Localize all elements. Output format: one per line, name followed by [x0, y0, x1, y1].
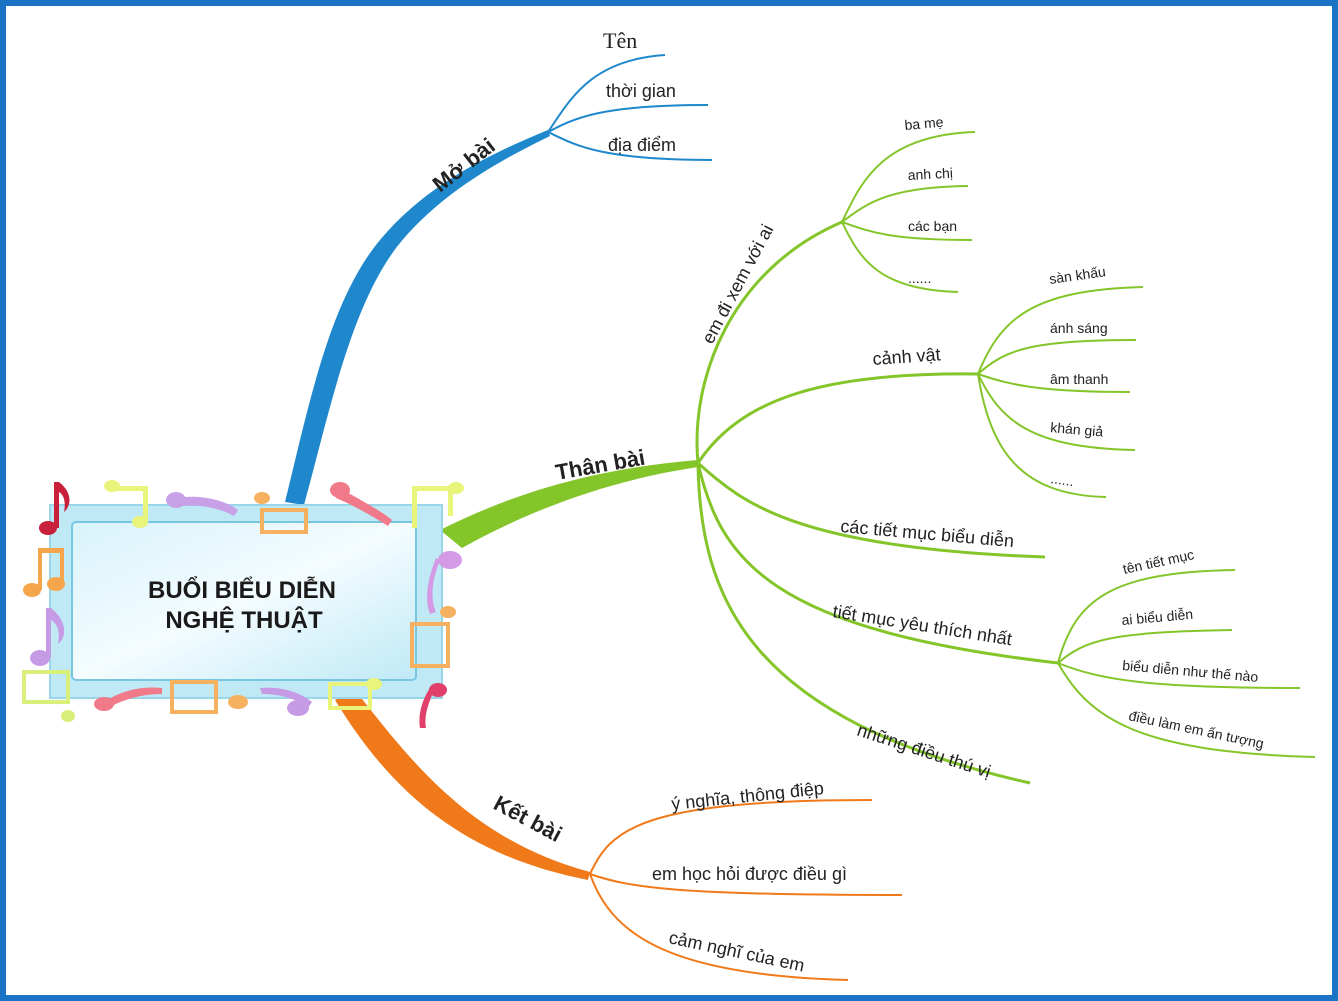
nhung-dieu-label: những điều thú vị: [855, 720, 994, 782]
branch-than-bai: Thân bài em đi xem với ai ba mẹ anh chị …: [440, 114, 1316, 785]
link-canh-vat: [696, 372, 979, 464]
music-note-icon: [412, 482, 464, 528]
mo-bai-item-dia-diem: địa điểm: [608, 135, 676, 155]
link-nhung-dieu: [696, 462, 1031, 785]
music-note-icon: [166, 492, 238, 516]
mo-bai-item-thoi-gian: thời gian: [606, 81, 676, 101]
music-note-icon: [23, 548, 65, 597]
branch-ket-bai: Kết bài ý nghĩa, thông điệp em học hỏi đ…: [335, 690, 903, 981]
music-note-icon: [30, 608, 65, 666]
tiet-muc-item-dieu-lam: điều làm em ấn tượng: [1127, 707, 1265, 751]
em-di-xem-item-dots: ......: [908, 270, 931, 286]
tiet-muc-item-nhu-the-nao: biểu diễn như thế nào: [1122, 657, 1259, 685]
link-em-hoc-hoi: [589, 873, 903, 896]
link-anh-sang: [977, 339, 1137, 375]
canh-vat-item-dots: ......: [1050, 470, 1075, 489]
canh-vat-item-anh-sang: ánh sáng: [1050, 320, 1108, 336]
than-bai-trunk: [440, 460, 698, 548]
music-note-icon: [104, 480, 148, 528]
canh-vat-item-am-thanh: âm thanh: [1050, 371, 1108, 387]
canh-vat-label: cảnh vật: [872, 344, 941, 369]
link-y-nghia: [589, 799, 873, 875]
music-note-icon: [94, 687, 162, 711]
center-title-line1: BUỔI BIỂU DIỄN: [148, 575, 336, 604]
music-note-icon: [328, 678, 382, 710]
ket-bai-item-cam-nghi: cảm nghĩ của em: [667, 927, 806, 975]
ket-bai-item-y-nghia: ý nghĩa, thông điệp: [670, 778, 824, 814]
music-note-icon: [61, 710, 75, 722]
music-note-icon: [254, 492, 308, 534]
em-di-xem-item-ba-me: ba mẹ: [904, 114, 944, 133]
music-note-icon: [260, 687, 312, 716]
em-di-xem-item-anh-chi: anh chị: [907, 165, 953, 183]
center-frame-inner: [71, 521, 417, 681]
em-di-xem-label: em đi xem với ai: [698, 221, 778, 347]
mo-bai-link-ten: [547, 54, 666, 133]
branch-mo-bai: Mở bài Tên thời gian địa điểm: [285, 28, 713, 505]
music-note-icon: [22, 670, 70, 704]
link-em-di-xem: [695, 220, 843, 464]
music-notes-decoration: [22, 480, 464, 728]
music-note-icon: [410, 606, 456, 668]
mo-bai-link-thoi-gian: [547, 104, 709, 133]
link-am-thanh: [977, 373, 1131, 393]
link-khan-gia: [977, 373, 1136, 451]
tiet-muc-item-ai: ai biểu diễn: [1121, 606, 1194, 628]
ket-bai-trunk: [335, 690, 590, 880]
canh-vat-item-khan-gia: khán giả: [1050, 419, 1104, 440]
link-tiet-muc-yeu-thich: [696, 462, 1059, 665]
center-title-line2: NGHỆ THUẬT: [165, 606, 323, 634]
mo-bai-link-dia-diem: [547, 131, 713, 161]
mo-bai-trunk: [285, 130, 550, 505]
mo-bai-item-ten: Tên: [603, 28, 637, 53]
link-ten-tiet-muc: [1057, 569, 1236, 664]
link-dots-1: [841, 221, 959, 293]
link-cac-tiet-muc: [697, 461, 1046, 559]
cac-tiet-muc-label: các tiết mục biểu diễn: [840, 515, 1015, 551]
link-san-khau: [977, 286, 1144, 375]
music-note-icon: [330, 482, 392, 526]
link-ai-bieu-dien: [1057, 629, 1233, 664]
link-bieu-dien-nhu-the-nao: [1057, 662, 1301, 689]
link-cam-nghi: [589, 873, 849, 981]
link-dieu-lam-em: [1057, 662, 1316, 758]
canh-vat-item-san-khau: sàn khấu: [1048, 263, 1107, 287]
music-note-icon: [170, 680, 248, 714]
link-ba-me: [841, 131, 976, 223]
music-note-icon: [427, 551, 462, 614]
link-dots-2: [977, 373, 1107, 498]
center-node: BUỔI BIỂU DIỄN NGHỆ THUẬT: [22, 480, 464, 728]
music-note-icon: [39, 482, 70, 535]
link-anh-chi: [841, 185, 969, 223]
music-note-icon: [419, 683, 447, 728]
ket-bai-item-em-hoc-hoi: em học hỏi được điều gì: [652, 864, 847, 884]
link-cac-ban: [841, 221, 973, 241]
em-di-xem-item-cac-ban: các bạn: [908, 218, 957, 234]
